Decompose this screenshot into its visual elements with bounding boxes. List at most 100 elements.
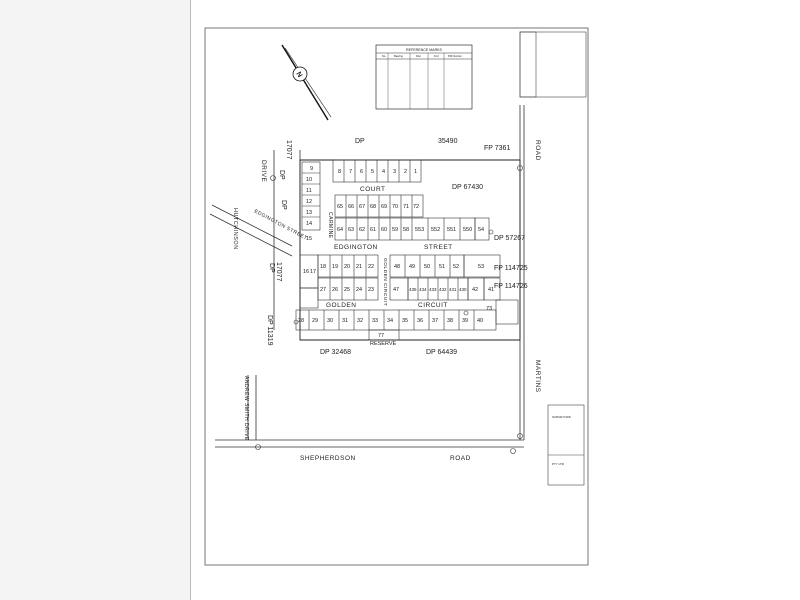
road-label-road-top: ROAD [534, 140, 541, 161]
road-label-carmine: CARMINE [327, 212, 333, 239]
reserve-77 [368, 329, 400, 341]
lot-24: 24 [356, 287, 362, 293]
lot-48: 48 [394, 264, 400, 270]
lot-54: 54 [478, 227, 484, 233]
reserve-label: RESERVE [370, 341, 397, 347]
lot-28: 28 [298, 318, 304, 324]
lot-65: 65 [337, 204, 343, 210]
lot-38: 38 [447, 318, 453, 324]
lot-4: 4 [382, 169, 385, 175]
parcel-dp-top: DP [355, 138, 365, 145]
lot-435: 435 [409, 287, 417, 292]
ref-header-bearing: Bearing [394, 54, 403, 58]
lot-17: 17 [310, 269, 316, 275]
road-label-andrew-smith-drive: ANDREW SMITH DRIVE [243, 376, 249, 441]
lot-62: 62 [359, 227, 365, 233]
title-block: SURVEYORS PTY LTD [519, 31, 587, 486]
road-label-shepherdson: SHEPHERDSON [300, 455, 356, 462]
lot-8: 8 [338, 169, 341, 175]
lot-2: 2 [404, 169, 407, 175]
lots-street-south [299, 254, 501, 309]
parcel-fp-114726: FP 114726 [494, 283, 528, 290]
lot-73: 73 [486, 306, 492, 312]
road-label-road-bottom: ROAD [450, 455, 471, 462]
lot-51: 51 [439, 264, 445, 270]
reference-marks-title: REFERENCE MARKS [406, 48, 443, 52]
subdivision-boundary [299, 159, 521, 341]
lot-3: 3 [393, 169, 396, 175]
lot-431: 431 [449, 287, 457, 292]
title-block-line-2: PTY LTD [552, 462, 565, 466]
lot-71: 71 [403, 204, 409, 210]
plan-border [204, 27, 589, 566]
lot-9: 9 [310, 166, 313, 172]
lot-10: 10 [306, 177, 312, 183]
lot-11: 11 [306, 188, 312, 194]
reserve-number: 77 [378, 333, 384, 339]
lot-25: 25 [344, 287, 350, 293]
lot-22: 22 [368, 264, 374, 270]
survey-markers [255, 165, 523, 454]
parcel-dp-17077-top-a: DP [278, 170, 285, 180]
lot-50: 50 [424, 264, 430, 270]
parcel-dp-57267: DP 57267 [494, 235, 525, 242]
left-margin [0, 0, 191, 600]
lot-20: 20 [344, 264, 350, 270]
parcel-dp-35490: 35490 [438, 138, 458, 145]
parcel-dp-17077-mid-a: DP [268, 263, 275, 273]
lot-60: 60 [381, 227, 387, 233]
lot-27: 27 [320, 287, 326, 293]
lots-court-north [334, 194, 424, 218]
lot-26: 26 [332, 287, 338, 293]
lot-36: 36 [417, 318, 423, 324]
lot-52: 52 [453, 264, 459, 270]
parcel-dp-17077-mid-b: 17077 [275, 262, 282, 282]
road-label-golden: GOLDEN [326, 302, 356, 309]
lots-left-column [301, 161, 321, 231]
parcel-fp-114725: FP 114725 [494, 265, 528, 272]
lot-41: 41 [488, 287, 494, 293]
lot-35: 35 [402, 318, 408, 324]
parcel-dp-32468: DP 32468 [320, 349, 351, 356]
ref-header-fnd: Fnd [434, 54, 439, 58]
lot-42: 42 [472, 287, 478, 293]
parcel-dp-17077-top-b: 17077 [285, 140, 292, 160]
lot-18: 18 [320, 264, 326, 270]
lot-59: 59 [392, 227, 398, 233]
lot-69: 69 [381, 204, 387, 210]
lot-434: 434 [419, 287, 427, 292]
lot-72: 72 [413, 204, 419, 210]
lot-37: 37 [432, 318, 438, 324]
ref-header-dist: Dist. [416, 54, 421, 58]
lot-33: 33 [372, 318, 378, 324]
parcel-dp-64439: DP 64439 [426, 349, 457, 356]
lot-5: 5 [371, 169, 374, 175]
lot-433: 433 [429, 287, 437, 292]
lot-15: 15 [306, 236, 312, 242]
lot-553: 553 [415, 227, 424, 233]
lot-63: 63 [348, 227, 354, 233]
parcel-dp-left: DP [280, 200, 287, 210]
lot-58: 58 [403, 227, 409, 233]
road-label-drive: DRIVE [260, 160, 267, 183]
lot-70: 70 [392, 204, 398, 210]
ref-header-no: No. [382, 54, 386, 58]
lot-67: 67 [359, 204, 365, 210]
lot-61: 61 [370, 227, 376, 233]
lot-430: 430 [459, 287, 467, 292]
lot-14: 14 [306, 221, 312, 227]
lot-39: 39 [462, 318, 468, 324]
lot-16: 16 [303, 269, 309, 275]
lots-court-south [334, 217, 490, 241]
lot-550: 550 [463, 227, 472, 233]
lot-21: 21 [356, 264, 362, 270]
ref-header-pm: PM Number [448, 54, 462, 58]
lot-66: 66 [348, 204, 354, 210]
lot-53: 53 [478, 264, 484, 270]
lot-64: 64 [337, 227, 343, 233]
north-arrow: N [281, 44, 332, 121]
parcel-dp-67430: DP 67430 [452, 184, 483, 191]
lots-top-row [332, 159, 422, 183]
lots-middle [317, 277, 501, 301]
